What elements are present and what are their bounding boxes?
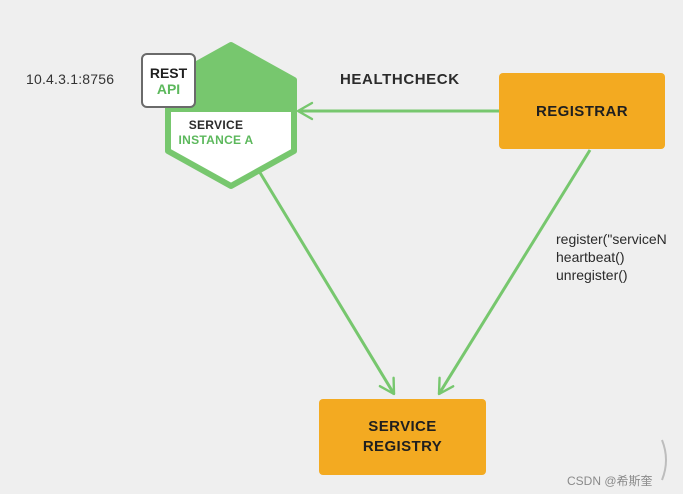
instance-address-label: 10.4.3.1:8756 [26, 71, 115, 87]
service-registry-label-line1: SERVICE [368, 418, 437, 435]
registrar-label: REGISTRAR [536, 102, 628, 120]
service-registry-box: SERVICE REGISTRY [319, 399, 486, 475]
service-instance-label: SERVICE INSTANCE A [166, 118, 266, 148]
service-instance-label-line1: SERVICE [188, 118, 244, 132]
instance-to-registry-arrow [257, 170, 396, 396]
api-call-register: register("serviceN [556, 231, 667, 247]
service-registry-label-line2: REGISTRY [362, 438, 443, 455]
registrar-to-registry-arrow [437, 149, 592, 396]
healthcheck-label: HEALTHCHECK [340, 71, 460, 88]
registrar-api-calls: register("serviceN heartbeat() unregiste… [556, 230, 667, 284]
registrar-box: REGISTRAR [499, 73, 665, 149]
rest-api-badge: REST API [141, 53, 196, 108]
api-call-heartbeat: heartbeat() [556, 249, 625, 265]
rest-api-badge-line1: REST [149, 64, 188, 81]
corner-mark [661, 439, 667, 481]
rest-api-badge-line2: API [156, 80, 181, 97]
watermark: CSDN @希斯奎 [567, 474, 653, 488]
service-instance-label-line2: INSTANCE A [178, 133, 254, 147]
api-call-unregister: unregister() [556, 267, 628, 283]
service-instance-hexagon-cap [168, 45, 294, 112]
